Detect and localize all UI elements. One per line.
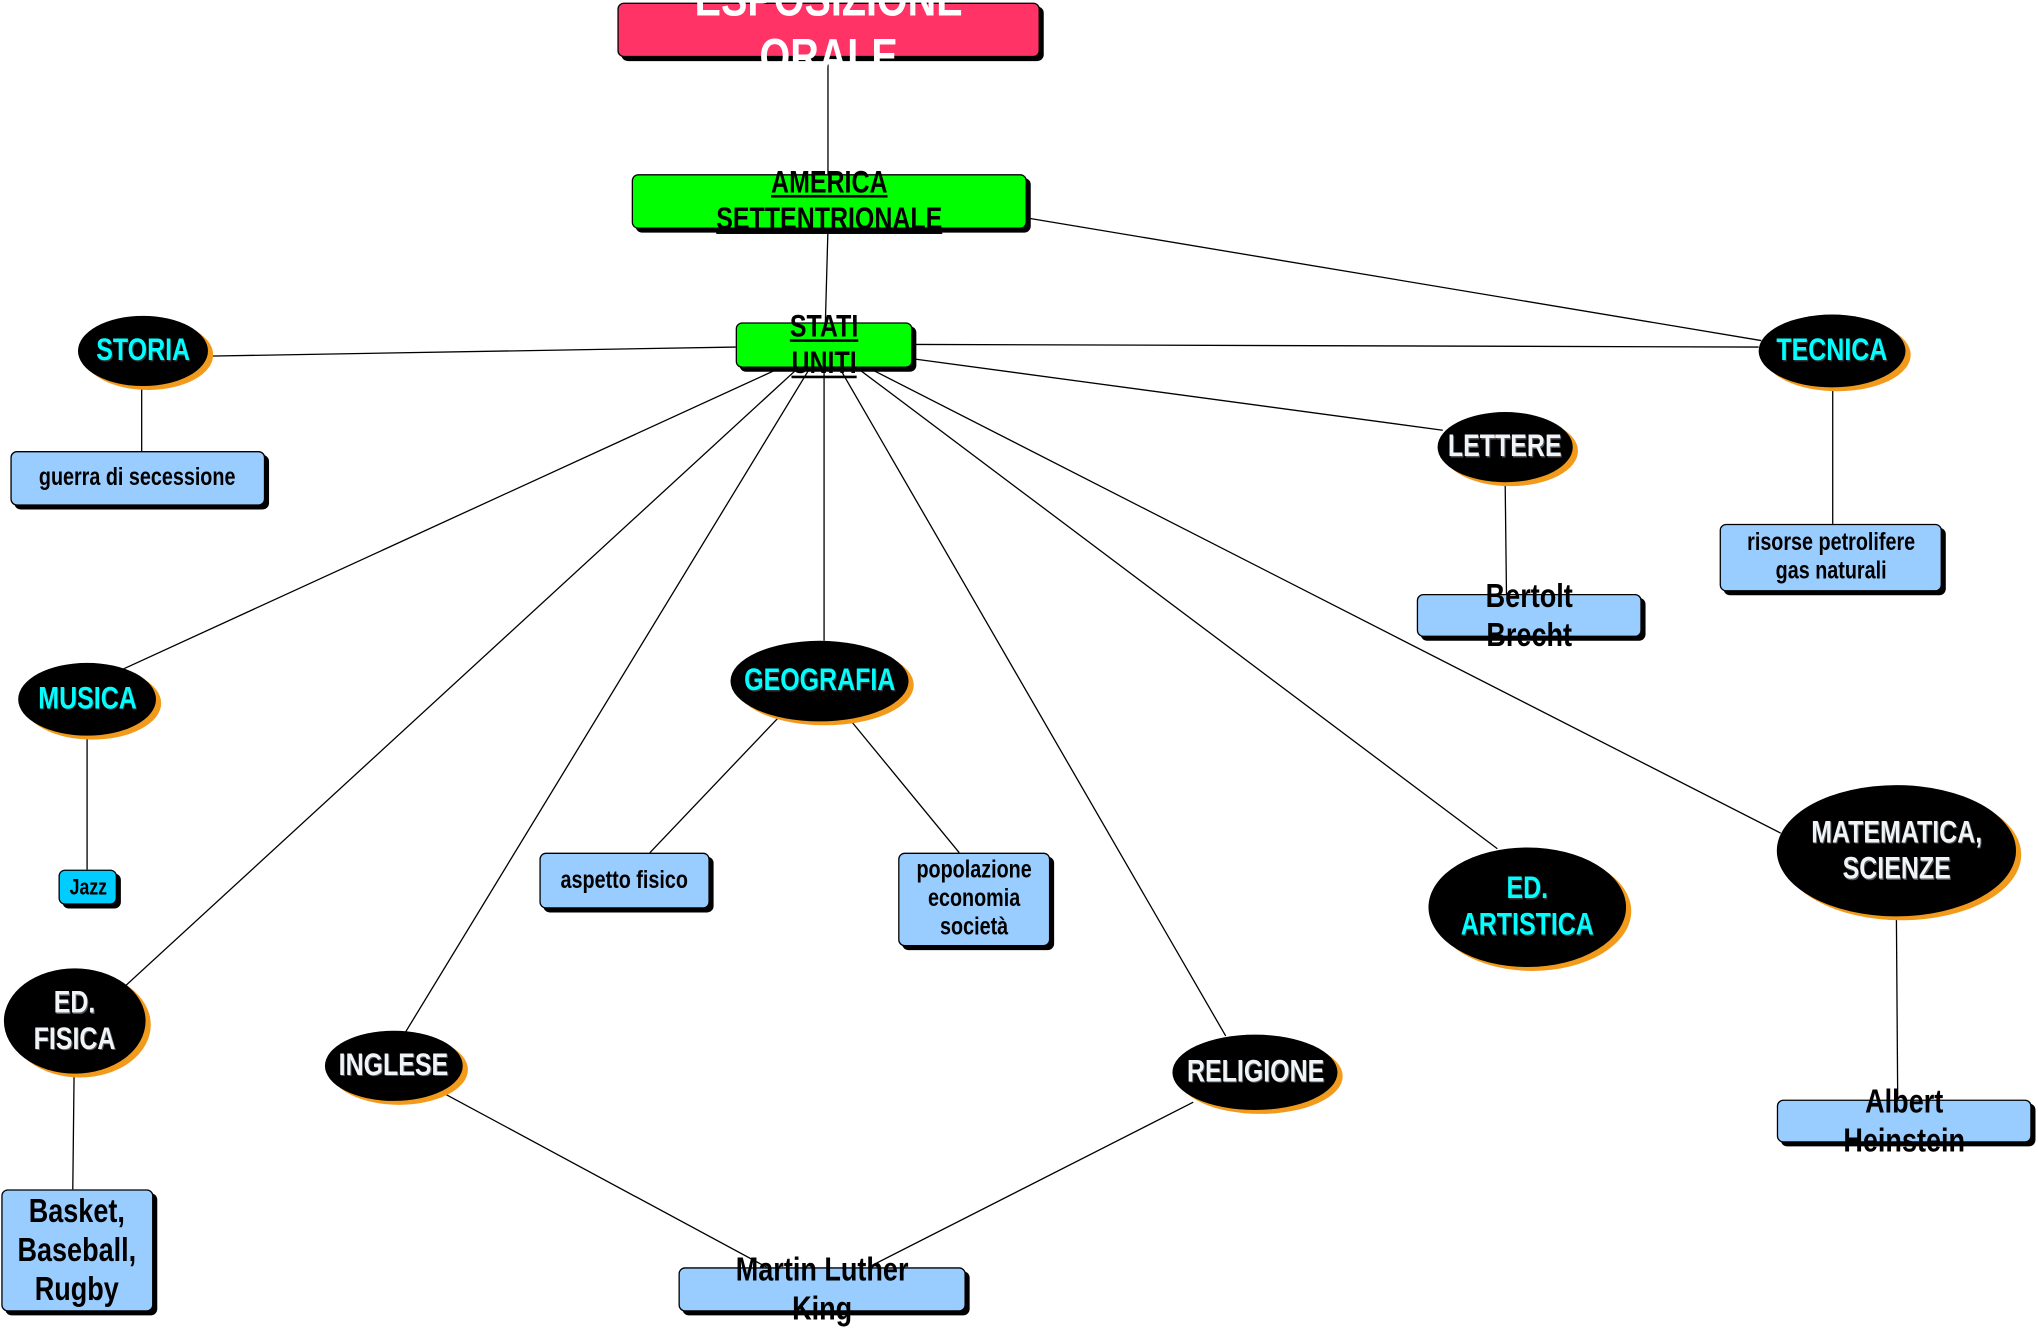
- subject-ed-fisica[interactable]: ED. FISICA: [3, 968, 146, 1074]
- link-country-religione: [840, 370, 1227, 1037]
- subject-musica[interactable]: MUSICA: [18, 662, 156, 736]
- country-node[interactable]: STATI UNITI: [735, 309, 913, 380]
- subject-religione[interactable]: RELIGIONE: [1172, 1034, 1338, 1111]
- link-country-lettere: [912, 358, 1443, 431]
- topic-einstein[interactable]: Albert Heinstein: [1776, 1081, 2032, 1159]
- topic-label: risorse petrolifere gas naturali: [1746, 529, 1915, 585]
- subject-label: LETTERE: [1448, 429, 1563, 465]
- link-country-inglese: [404, 370, 810, 1033]
- continent-node[interactable]: AMERICA SETTENTRIONALE: [631, 166, 1027, 237]
- subject-tecnica[interactable]: TECNICA: [1758, 314, 1906, 388]
- subject-label: GEOGRAFIA: [743, 663, 896, 699]
- topic-label: aspetto fisico: [560, 866, 689, 894]
- subject-matematica[interactable]: MATEMATICA, SCIENZE: [1776, 785, 2016, 917]
- topic-sport[interactable]: Basket, Baseball, Rugby: [1, 1189, 154, 1312]
- topic-label: Bertolt Brecht: [1485, 575, 1573, 654]
- subject-label: ED. ARTISTICA: [1460, 871, 1594, 943]
- subject-label: INGLESE: [339, 1047, 449, 1083]
- link-country-musica: [119, 369, 775, 672]
- continent-label: AMERICA SETTENTRIONALE: [716, 165, 943, 237]
- country-label: STATI UNITI: [789, 309, 859, 381]
- link-continent-country: [824, 228, 829, 323]
- subject-label: MUSICA: [37, 681, 137, 717]
- topic-popolazione[interactable]: popolazione economia società: [898, 852, 1051, 947]
- subject-storia[interactable]: STORIA: [77, 315, 208, 387]
- topic-label: popolazione economia società: [916, 856, 1032, 941]
- topic-guerra[interactable]: guerra di secessione: [10, 451, 266, 506]
- topic-label: guerra di secessione: [39, 464, 237, 492]
- subject-ed-artistica[interactable]: ED. ARTISTICA: [1428, 847, 1627, 968]
- link-country-tecnica: [912, 343, 1759, 348]
- link-lettere-brecht: [1504, 482, 1508, 595]
- link-country-matematica: [873, 369, 1782, 834]
- subject-label: STORIA: [96, 333, 190, 369]
- link-religione-mlk: [867, 1101, 1194, 1268]
- subject-inglese[interactable]: INGLESE: [324, 1030, 463, 1101]
- link-country-storia: [207, 346, 736, 357]
- topic-label: Martin Luther King: [735, 1249, 909, 1328]
- link-geografia-aspetto: [649, 718, 778, 854]
- link-country-edfisica: [125, 369, 796, 986]
- link-matematica-einstein: [1895, 917, 1899, 1100]
- link-country-edartistica: [860, 369, 1498, 850]
- topic-label: Basket, Baseball, Rugby: [17, 1190, 137, 1308]
- subject-geografia[interactable]: GEOGRAFIA: [730, 640, 909, 722]
- link-continent-tecnica: [1029, 217, 1762, 342]
- link-inglese-mlk: [445, 1093, 768, 1268]
- subject-label: RELIGIONE: [1186, 1054, 1324, 1090]
- topic-aspetto[interactable]: aspetto fisico: [539, 852, 710, 909]
- topic-jazz[interactable]: Jazz: [58, 869, 117, 905]
- link-geografia-popolazione: [850, 720, 960, 854]
- subject-label: ED. FISICA: [33, 985, 116, 1057]
- title-label: ESPOSIZIONE ORALE: [694, 0, 963, 85]
- topic-label: Albert Heinstein: [1843, 1080, 1966, 1159]
- topic-brecht[interactable]: Bertolt Brecht: [1416, 575, 1642, 653]
- subject-label: MATEMATICA, SCIENZE: [1810, 814, 1982, 886]
- topic-label: Jazz: [69, 874, 107, 900]
- topic-mlk[interactable]: Martin Luther King: [678, 1249, 966, 1327]
- topic-risorse[interactable]: risorse petrolifere gas naturali: [1719, 523, 1942, 592]
- link-edfisica-sport: [72, 1073, 75, 1190]
- title-node[interactable]: ESPOSIZIONE ORALE: [617, 0, 1040, 84]
- subject-label: TECNICA: [1776, 333, 1888, 369]
- subject-lettere[interactable]: LETTERE: [1437, 412, 1573, 483]
